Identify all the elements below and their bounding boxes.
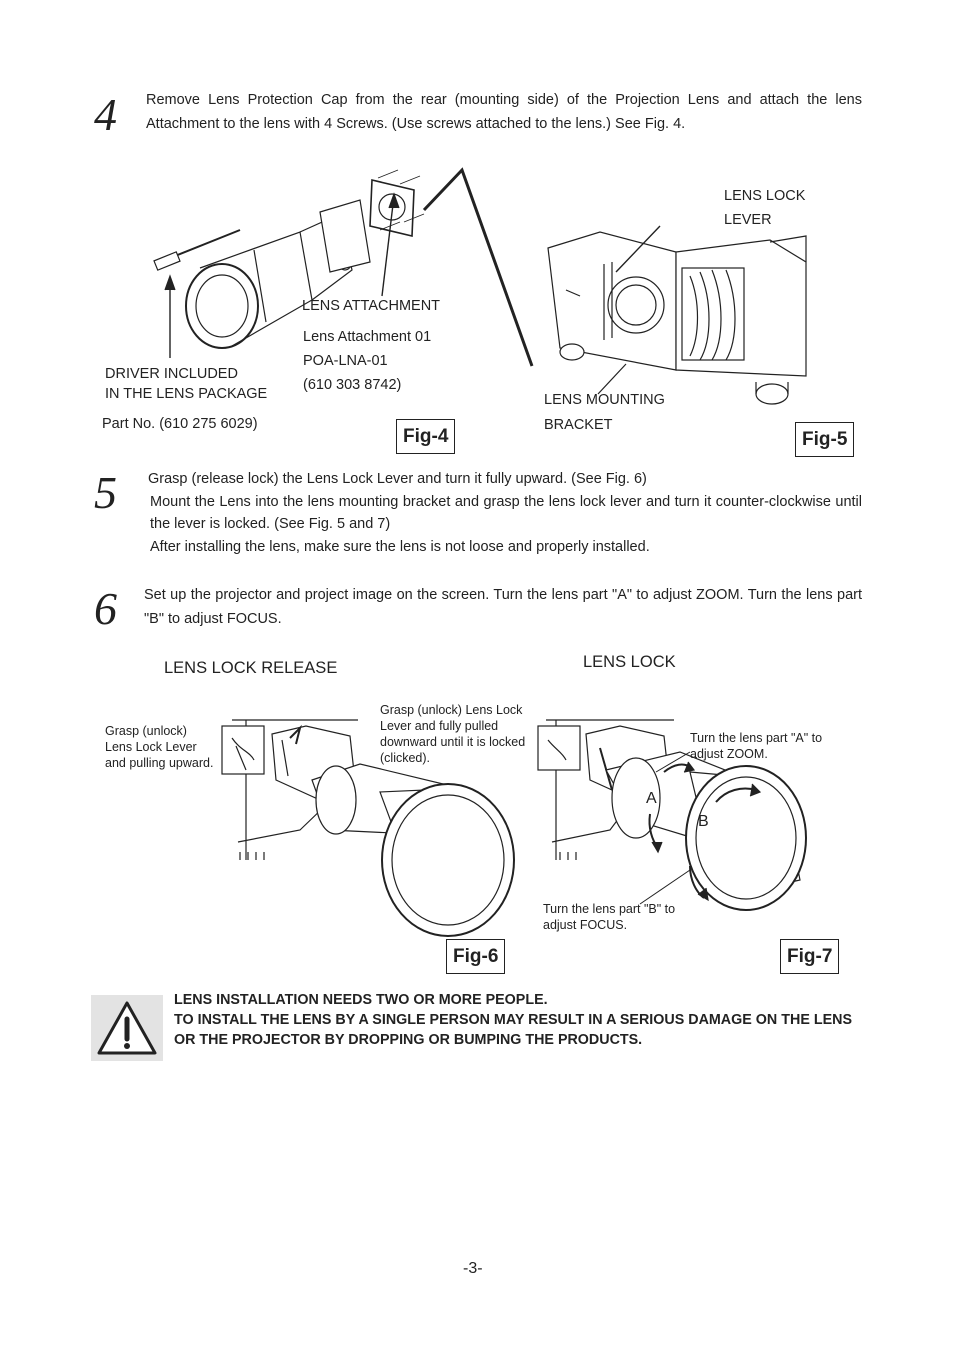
driver-part-number: Part No. (610 275 6029) [102, 416, 258, 432]
lens-attachment-label: LENS ATTACHMENT [302, 298, 441, 314]
fig-7-heading: LENS LOCK [583, 653, 676, 671]
step-5-number: 5 [94, 467, 117, 518]
fig-6-label: Fig-6 [446, 939, 506, 974]
fig-5-label: Fig-5 [795, 422, 855, 457]
warning-triangle-icon [97, 1001, 157, 1055]
focus-note: Turn the lens part "B" to adjust FOCUS. [543, 902, 676, 932]
mounting-bracket-line2: BRACKET [544, 417, 613, 433]
part-b-label: B [698, 813, 709, 830]
fig6-illustration [221, 719, 515, 937]
warning-line1: LENS INSTALLATION NEEDS TWO OR MORE PEOP… [174, 992, 548, 1008]
step-6-text: Set up the projector and project image o… [144, 587, 862, 627]
fig7-illustration [537, 719, 807, 911]
fig-6-heading: LENS LOCK RELEASE [164, 659, 338, 677]
zoom-note: Turn the lens part "A" to adjust ZOOM. [690, 731, 823, 761]
fig-7-label: Fig-7 [780, 939, 840, 974]
step-4-text: Remove Lens Protection Cap from the rear… [146, 92, 862, 132]
warning-box [91, 995, 163, 1061]
attachment-part-number: (610 303 8742) [303, 377, 402, 393]
lens-lock-lever-line1: LENS LOCK [724, 188, 806, 204]
warning-line2: TO INSTALL THE LENS BY A SINGLE PERSON M… [174, 1012, 852, 1048]
step-5-text: Grasp (release lock) the Lens Lock Lever… [148, 468, 862, 558]
step-5-line2: Mount the Lens into the lens mounting br… [150, 493, 862, 533]
part-a-label: A [646, 790, 657, 807]
lens-lock-lever-line2: LEVER [724, 212, 772, 228]
fig-6-note-left: Grasp (unlock) Lens Lock Lever and pulli… [105, 724, 214, 770]
attachment-model: POA-LNA-01 [303, 353, 388, 369]
fig5-projector-illustration [547, 225, 807, 405]
warning-text: LENS INSTALLATION NEEDS TWO OR MORE PEOP… [174, 990, 852, 1050]
step-4-number: 4 [94, 89, 117, 140]
driver-label-line1: DRIVER INCLUDED [105, 366, 238, 382]
step-6-number: 6 [94, 583, 117, 634]
page-number: -3- [463, 1260, 483, 1277]
attachment-name: Lens Attachment 01 [303, 329, 432, 345]
fig-4-label: Fig-4 [396, 419, 456, 454]
fig-6-note-right: Grasp (unlock) Lens Lock Lever and fully… [380, 703, 526, 765]
mounting-bracket-line1: LENS MOUNTING [544, 392, 665, 408]
step-5-line1: Grasp (release lock) the Lens Lock Lever… [148, 471, 647, 487]
fig4-lens-illustration [153, 169, 425, 358]
step-5-line3: After installing the lens, make sure the… [150, 538, 650, 555]
driver-label-line2: IN THE LENS PACKAGE [105, 386, 268, 402]
